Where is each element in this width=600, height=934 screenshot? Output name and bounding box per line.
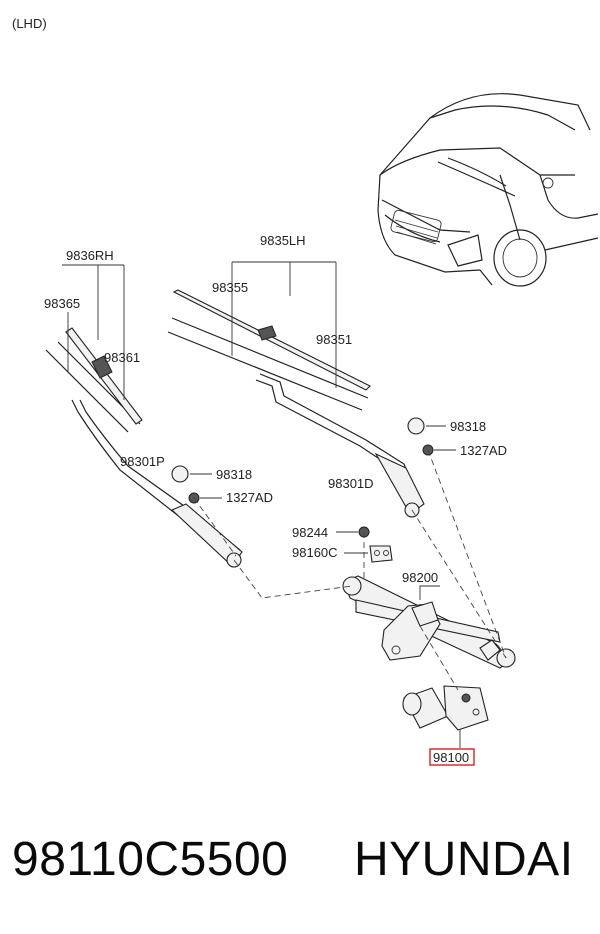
callout-98318-right: 98318	[450, 419, 486, 434]
assembly-leaders	[193, 449, 507, 691]
callout-98200: 98200	[402, 570, 438, 585]
part-number: 98110C5500	[12, 833, 289, 886]
callout-1327ad-right: 1327AD	[460, 443, 507, 458]
vehicle-illustration	[377, 93, 599, 287]
callout-98365: 98365	[44, 296, 80, 311]
callout-9836rh: 9836RH	[66, 248, 114, 263]
rh-callout-leaders	[62, 264, 125, 400]
wiper-motor	[402, 685, 489, 748]
callout-98355: 98355	[212, 280, 248, 295]
wiper-arm-p	[71, 399, 243, 568]
lh-wiper-blade	[167, 289, 371, 411]
highlight-box-98100	[429, 748, 475, 766]
variant-label: (LHD)	[12, 16, 47, 31]
nut-left	[188, 492, 222, 504]
callout-98100: 98100	[433, 750, 469, 765]
callout-98160c: 98160C	[292, 545, 338, 560]
brand-name: HYUNDAI	[354, 833, 574, 886]
link-bracket	[344, 545, 393, 563]
callout-98301p: 98301P	[120, 454, 165, 469]
callout-9835lh: 9835LH	[260, 233, 306, 248]
caption-bar: 98110C5500 HYUNDAI	[0, 830, 600, 900]
wiper-arm-d	[255, 373, 425, 518]
callout-98351: 98351	[316, 332, 352, 347]
rh-wiper-blade	[45, 327, 143, 433]
wiper-parts-diagram: .ln { fill: none; stroke: #222; stroke-w…	[12, 16, 599, 766]
cap-left	[171, 465, 212, 483]
cap-right	[407, 417, 446, 435]
wiper-linkage	[342, 575, 516, 669]
callout-98361: 98361	[104, 350, 140, 365]
callout-98318-left: 98318	[216, 467, 252, 482]
callout-98244: 98244	[292, 525, 328, 540]
lh-callout-leaders	[231, 261, 337, 388]
callout-98301d: 98301D	[328, 476, 374, 491]
callout-1327ad-left: 1327AD	[226, 490, 273, 505]
nut-right	[422, 444, 456, 456]
